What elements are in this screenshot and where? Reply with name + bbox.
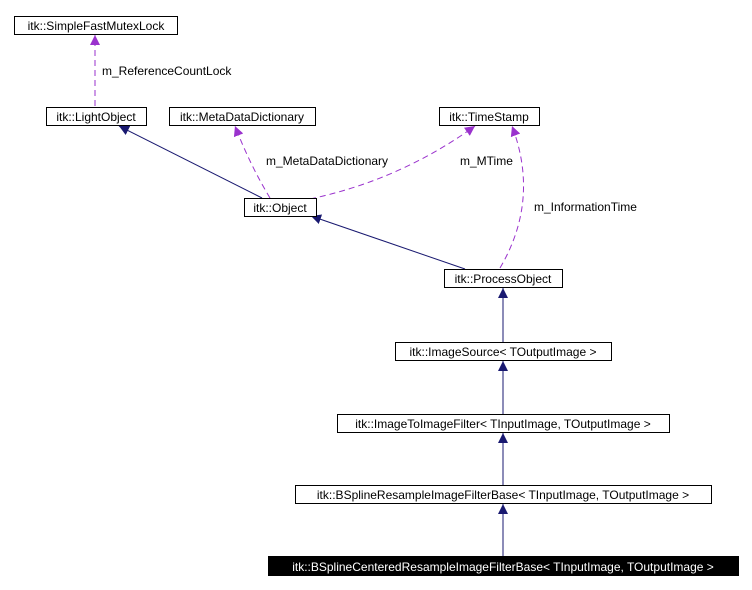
- node-simple-fast-mutex-lock[interactable]: itk::SimpleFastMutexLock: [14, 16, 178, 35]
- node-image-source[interactable]: itk::ImageSource< TOutputImage >: [395, 342, 612, 361]
- node-label: itk::MetaDataDictionary: [180, 110, 304, 124]
- node-label: itk::TimeStamp: [449, 110, 529, 124]
- node-label: itk::SimpleFastMutexLock: [28, 19, 166, 33]
- node-image-to-image-filter[interactable]: itk::ImageToImageFilter< TInputImage, TO…: [337, 414, 670, 433]
- node-process-object[interactable]: itk::ProcessObject: [444, 269, 563, 288]
- node-time-stamp[interactable]: itk::TimeStamp: [439, 107, 540, 126]
- edge-m-time: [309, 125, 476, 200]
- node-meta-data-dictionary[interactable]: itk::MetaDataDictionary: [169, 107, 316, 126]
- node-label: itk::ImageToImageFilter< TInputImage, TO…: [355, 417, 651, 431]
- node-label: itk::BSplineCenteredResampleImageFilterB…: [292, 560, 714, 574]
- node-label: itk::BSplineResampleImageFilterBase< TIn…: [317, 488, 689, 502]
- label-m-time: m_MTime: [460, 154, 513, 168]
- node-label: itk::Object: [253, 201, 307, 215]
- edge-object-to-lightobject: [118, 125, 263, 199]
- edge-processobject-to-object: [310, 214, 466, 270]
- node-light-object[interactable]: itk::LightObject: [46, 107, 147, 126]
- edge-meta-data-dictionary: [233, 125, 271, 199]
- usage-edges: [90, 35, 524, 269]
- node-label: itk::ImageSource< TOutputImage >: [410, 345, 597, 359]
- node-bspline-centered-resample-filter-base[interactable]: itk::BSplineCenteredResampleImageFilterB…: [268, 556, 739, 576]
- edge-information-time: [499, 125, 524, 269]
- label-information-time: m_InformationTime: [534, 200, 637, 214]
- node-label: itk::LightObject: [56, 110, 136, 124]
- label-reference-count-lock: m_ReferenceCountLock: [102, 64, 232, 78]
- label-meta-data-dictionary: m_MetaDataDictionary: [266, 154, 388, 168]
- node-bspline-resample-filter-base[interactable]: itk::BSplineResampleImageFilterBase< TIn…: [295, 485, 712, 504]
- node-label: itk::ProcessObject: [455, 272, 552, 286]
- inheritance-edges: [118, 125, 508, 556]
- node-object[interactable]: itk::Object: [244, 198, 317, 217]
